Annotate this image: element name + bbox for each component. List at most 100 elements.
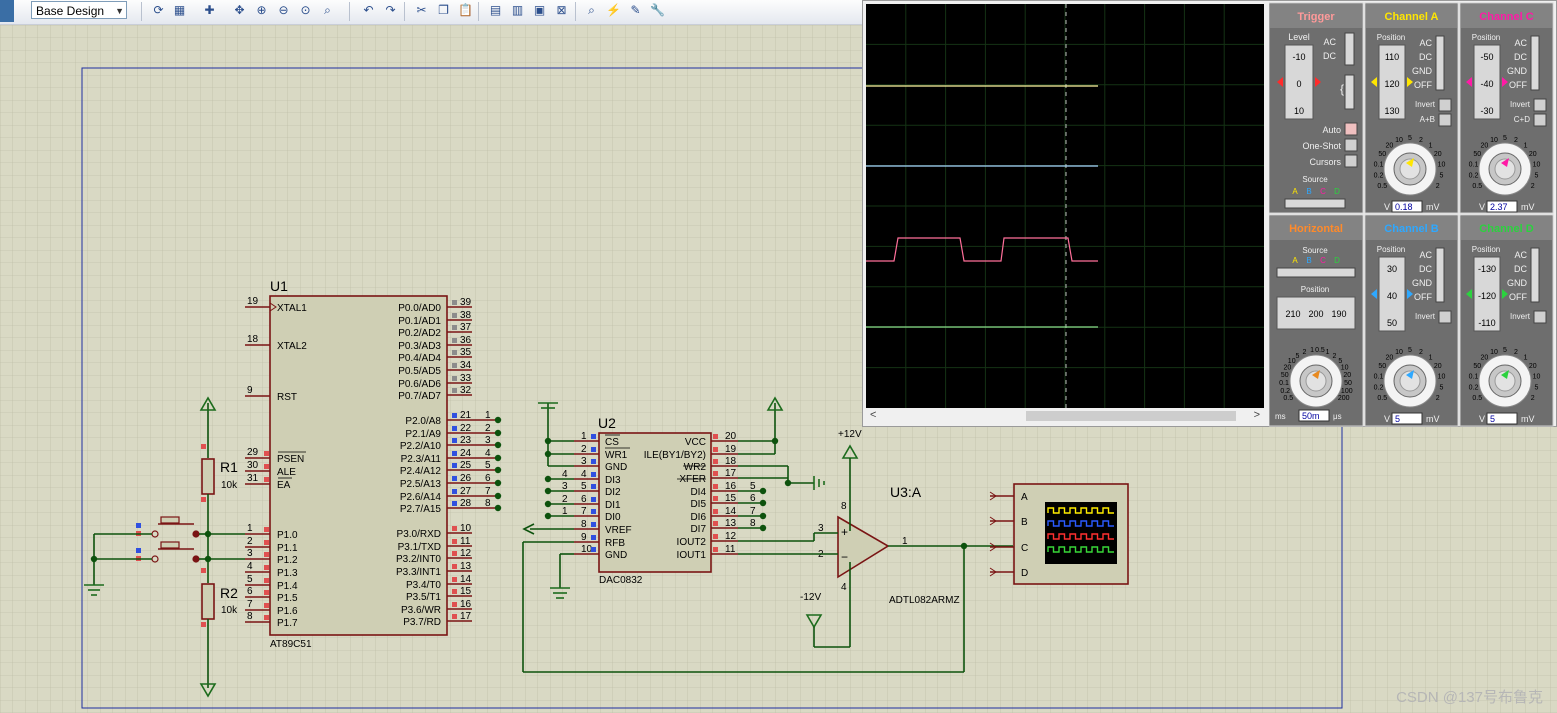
- channel-option-button[interactable]: [1533, 113, 1547, 127]
- zoom-in-icon[interactable]: ⊕: [256, 3, 267, 17]
- trigger-one_shot-button[interactable]: [1344, 138, 1358, 152]
- r1-body[interactable]: [201, 458, 215, 495]
- zoom-all-icon[interactable]: ⊙: [300, 3, 311, 17]
- paste-icon[interactable]: 📋: [458, 3, 473, 17]
- horizontal-source-slider[interactable]: [1276, 267, 1356, 278]
- position-slider[interactable]: [1284, 44, 1314, 120]
- u1-pin-name: PSEN: [277, 454, 304, 465]
- oscilloscope-controls[interactable]: TriggerLevel-10010ACDC{AutoOne-ShotCurso…: [1269, 1, 1557, 428]
- u2-component[interactable]: U2DAC0832CS1WR12GND3DI344DI253DI162DI071…: [562, 415, 756, 586]
- channel-option-button[interactable]: [1438, 113, 1452, 127]
- pushbutton[interactable]: [160, 516, 180, 524]
- copy-icon[interactable]: ❐: [438, 3, 449, 17]
- pin-marker: [452, 376, 457, 381]
- block-copy-icon[interactable]: ▤: [489, 3, 502, 17]
- zoom-out-icon[interactable]: ⊖: [278, 3, 289, 17]
- channel-option-button[interactable]: [1438, 310, 1452, 324]
- zoom-area-icon[interactable]: ⌕: [324, 3, 331, 17]
- trigger-edge-switch[interactable]: [1344, 74, 1355, 110]
- u1-pin-name: P1.0: [277, 530, 298, 541]
- pin-marker: [452, 526, 457, 531]
- origin-icon[interactable]: ✚: [204, 3, 215, 17]
- chevron-down-icon[interactable]: ▼: [115, 6, 124, 16]
- u2-pin-number: 17: [725, 468, 737, 479]
- trigger-auto-button[interactable]: [1344, 122, 1358, 136]
- pin-marker: [713, 459, 718, 464]
- channel-option-button[interactable]: [1438, 98, 1452, 112]
- u2-pin-number: 14: [725, 506, 737, 517]
- u2-pin-name: WR1: [605, 450, 628, 461]
- u1-pin-name: P3.3/INT1: [396, 567, 441, 578]
- property-tool-icon[interactable]: ✎: [630, 3, 641, 17]
- vpos-label: +12V: [838, 429, 862, 440]
- value-box[interactable]: [1391, 200, 1423, 213]
- position-slider[interactable]: [1378, 44, 1406, 120]
- position-slider[interactable]: [1378, 256, 1406, 332]
- trigger-cursors-button[interactable]: [1344, 154, 1358, 168]
- channel-option-button[interactable]: [1533, 98, 1547, 112]
- scrollbar-thumb[interactable]: [1026, 411, 1236, 421]
- pushbutton[interactable]: [160, 541, 180, 549]
- design-select[interactable]: Base Design ▼: [31, 1, 127, 19]
- position-slider[interactable]: [1473, 44, 1501, 120]
- value-text: 5: [1490, 414, 1495, 424]
- junction-dot: [544, 500, 552, 508]
- u2-pin-name: ILE(BY1/BY2): [644, 450, 706, 461]
- u1-component[interactable]: U1AT89C5119XTAL118XTAL29RST29PSEN30ALE31…: [245, 278, 502, 650]
- junction-dot: [494, 504, 502, 512]
- block-move-icon[interactable]: ▥: [511, 3, 524, 17]
- value-box[interactable]: [1486, 412, 1518, 425]
- refresh-icon[interactable]: ⟳: [153, 3, 164, 17]
- u1-body[interactable]: [269, 295, 448, 636]
- trigger-coupling-switch[interactable]: [1344, 32, 1355, 66]
- scroll-left-icon[interactable]: <: [870, 409, 877, 421]
- junction-dot: [544, 450, 552, 458]
- net-label: 2: [562, 494, 568, 505]
- dial-tick-label: 0.2: [1469, 385, 1479, 392]
- value-box[interactable]: [1486, 200, 1518, 213]
- cut-icon[interactable]: ✂: [416, 3, 427, 17]
- u2-pin-number: 15: [725, 493, 737, 504]
- pan-icon[interactable]: ✥: [234, 3, 245, 17]
- mode-switch[interactable]: [1435, 35, 1445, 91]
- value-box[interactable]: [1298, 409, 1330, 422]
- u2-pin-name: DI6: [690, 512, 706, 523]
- redo-icon[interactable]: ↷: [385, 3, 396, 17]
- pin-marker: [136, 548, 141, 553]
- u1-pin-number: 10: [460, 523, 472, 534]
- u2-pin-name: DI0: [605, 512, 621, 523]
- scroll-right-icon[interactable]: >: [1253, 409, 1260, 421]
- net-label: 1: [485, 410, 491, 421]
- block-rotate-icon[interactable]: ▣: [533, 3, 546, 17]
- channel-mode-option: AC: [1514, 250, 1527, 260]
- block-delete-icon[interactable]: ⊠: [556, 3, 567, 17]
- dial-tick-label: 2: [1419, 349, 1423, 356]
- wire-autorouter-icon[interactable]: ⚡: [606, 3, 621, 17]
- u1-pin-name: P1.7: [277, 618, 298, 629]
- undo-icon[interactable]: ↶: [363, 3, 374, 17]
- grid-toggle-icon[interactable]: ▦: [173, 3, 186, 17]
- mode-switch[interactable]: [1435, 247, 1445, 303]
- wrench-icon[interactable]: 🔧: [650, 3, 665, 17]
- trigger-source-slider[interactable]: [1284, 198, 1346, 209]
- position-slider[interactable]: [1473, 256, 1501, 332]
- search-part-icon[interactable]: ⌕: [588, 3, 595, 17]
- dial-tick-label: 20: [1343, 372, 1351, 379]
- trigger-source-channel: C: [1320, 187, 1326, 196]
- u2-body[interactable]: [598, 432, 712, 573]
- mode-switch[interactable]: [1530, 35, 1540, 91]
- dial-tick-label: 0.5: [1283, 395, 1293, 402]
- unit-label: mV: [1426, 414, 1440, 424]
- u1-pin-number: 7: [247, 599, 253, 610]
- value-box[interactable]: [1391, 412, 1423, 425]
- horizontal-position-slider[interactable]: [1276, 296, 1356, 330]
- r2-body[interactable]: [201, 583, 215, 620]
- mode-switch[interactable]: [1530, 247, 1540, 303]
- u1-pin-number: 15: [460, 586, 472, 597]
- pin-marker: [452, 539, 457, 544]
- channel-option-button[interactable]: [1533, 310, 1547, 324]
- oscilloscope-scrollbar[interactable]: < >: [866, 408, 1264, 424]
